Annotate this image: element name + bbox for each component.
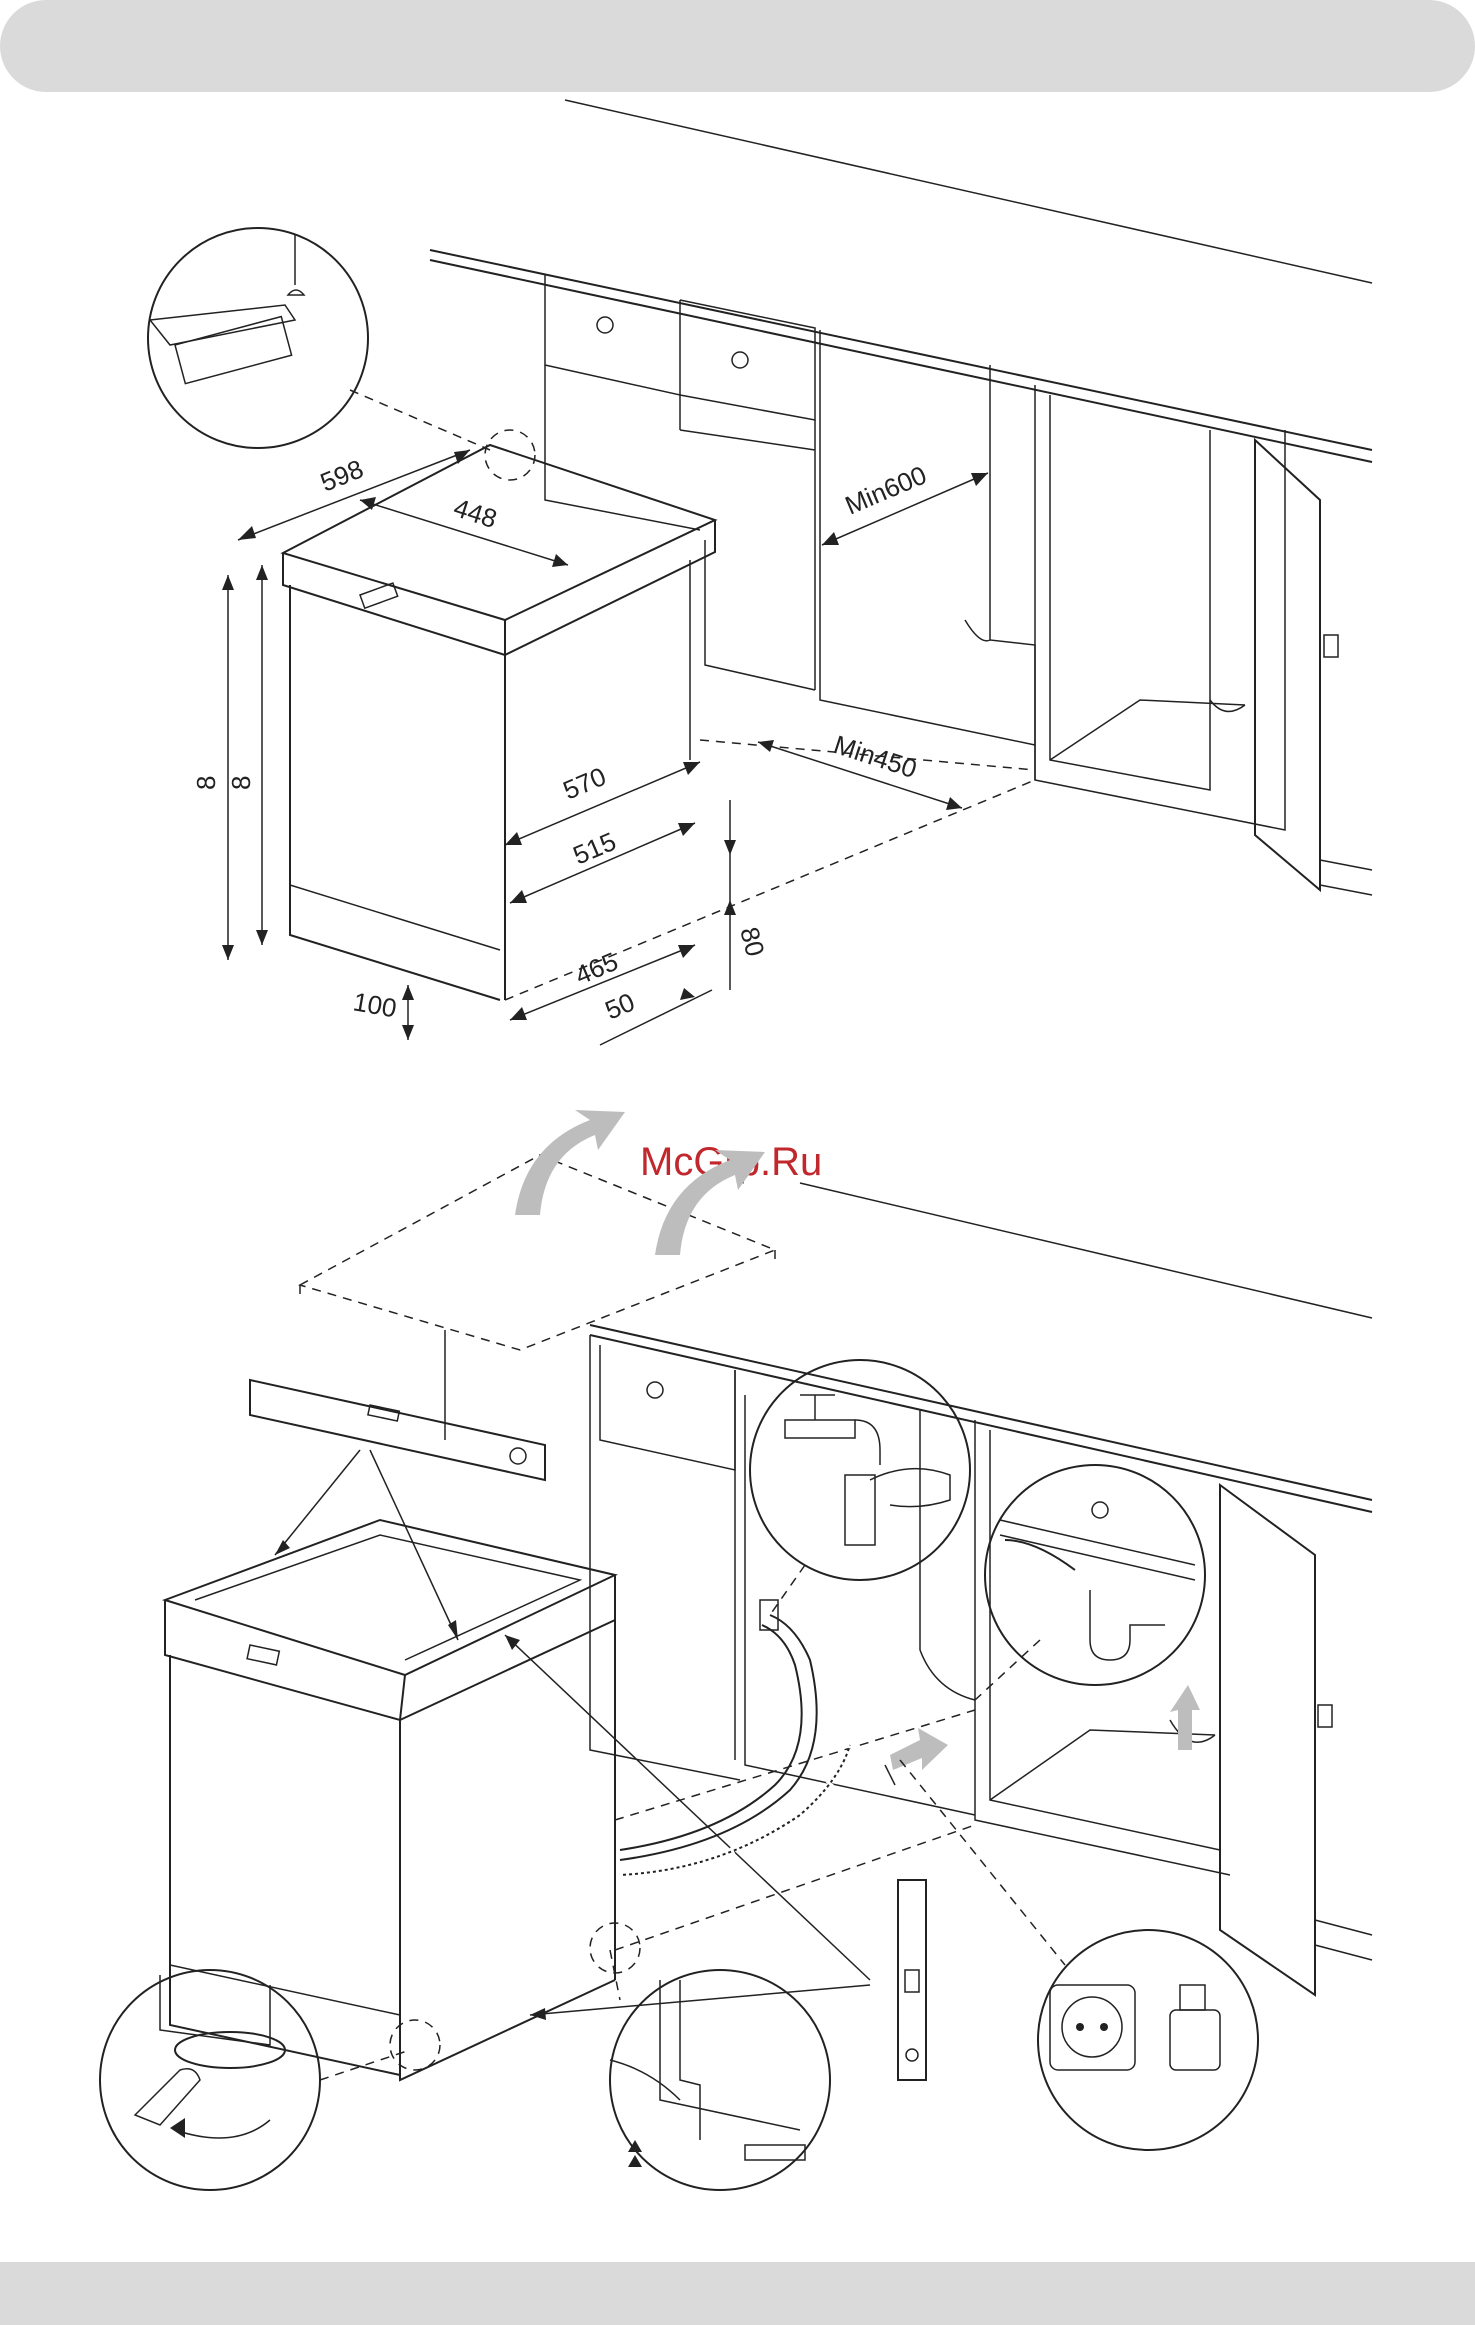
power-socket-icon	[900, 1760, 1258, 2150]
water-hoses	[620, 1600, 948, 1875]
dim-depth-465: 465	[571, 946, 623, 991]
kitchen-cabinets	[545, 275, 1372, 895]
figure-dimensions: 598 448 Min600 Min450 570 515 465 50 80 …	[148, 100, 1372, 1045]
dim-plinth-100: 100	[351, 986, 399, 1023]
push-arrow-icon	[890, 1728, 948, 1770]
height-adjust-inset	[590, 1923, 830, 2190]
dim-niche-min450: Min450	[830, 729, 920, 784]
kitchen-cabinets	[445, 1330, 1372, 1995]
dim-top-448: 448	[450, 492, 501, 534]
spirit-level-icon	[250, 1380, 545, 1480]
dim-plinth-50: 50	[601, 987, 639, 1026]
dim-height-80: 80	[734, 924, 770, 960]
dim-height-left-b: 8	[226, 776, 256, 790]
water-tap-icon	[750, 1360, 970, 1615]
spirit-level-icon	[898, 1880, 926, 2080]
drain-siphon-icon	[975, 1465, 1205, 1700]
figure-installation	[100, 1110, 1372, 2190]
dim-niche-min600: Min600	[841, 460, 931, 521]
lift-arrow-icon	[515, 1110, 625, 1215]
dim-width-598: 598	[316, 453, 367, 497]
dim-depth-515: 515	[569, 826, 621, 871]
wrench-icon	[100, 1970, 440, 2190]
adjustment-detail-inset	[148, 228, 535, 480]
up-arrow-icon	[1170, 1685, 1200, 1750]
dishwasher-outline	[283, 445, 1035, 1000]
dim-height-left-a: 8	[191, 776, 221, 790]
dim-depth-570: 570	[559, 761, 611, 806]
